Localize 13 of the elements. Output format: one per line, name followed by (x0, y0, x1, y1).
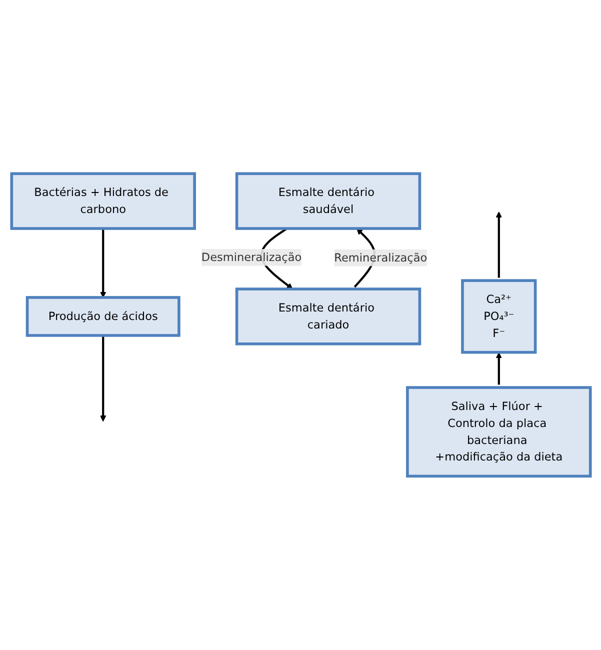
edge-label: Desmineralização (200, 250, 302, 264)
arrow (100, 228, 106, 298)
node-box (234, 172, 421, 230)
arrow (495, 352, 502, 385)
node-box (234, 288, 421, 346)
node-box (25, 296, 180, 337)
arrow (495, 212, 502, 278)
edge-label: Remineralização (334, 250, 427, 264)
flowchart-drawing: Desmineralização Remineralização Bactérias + Hidratos de carbono Produção de ácidos Esmalte dentário saudável Esmalte dentário cariado Ca²⁺ PO₄³⁻ F⁻ Saliva + Flúor + Controlo da placa bacteriana +modificação da dieta (6, 168, 596, 482)
node-box (10, 172, 196, 230)
arrow (100, 336, 106, 422)
node-box (460, 279, 536, 354)
node-box (406, 386, 592, 478)
